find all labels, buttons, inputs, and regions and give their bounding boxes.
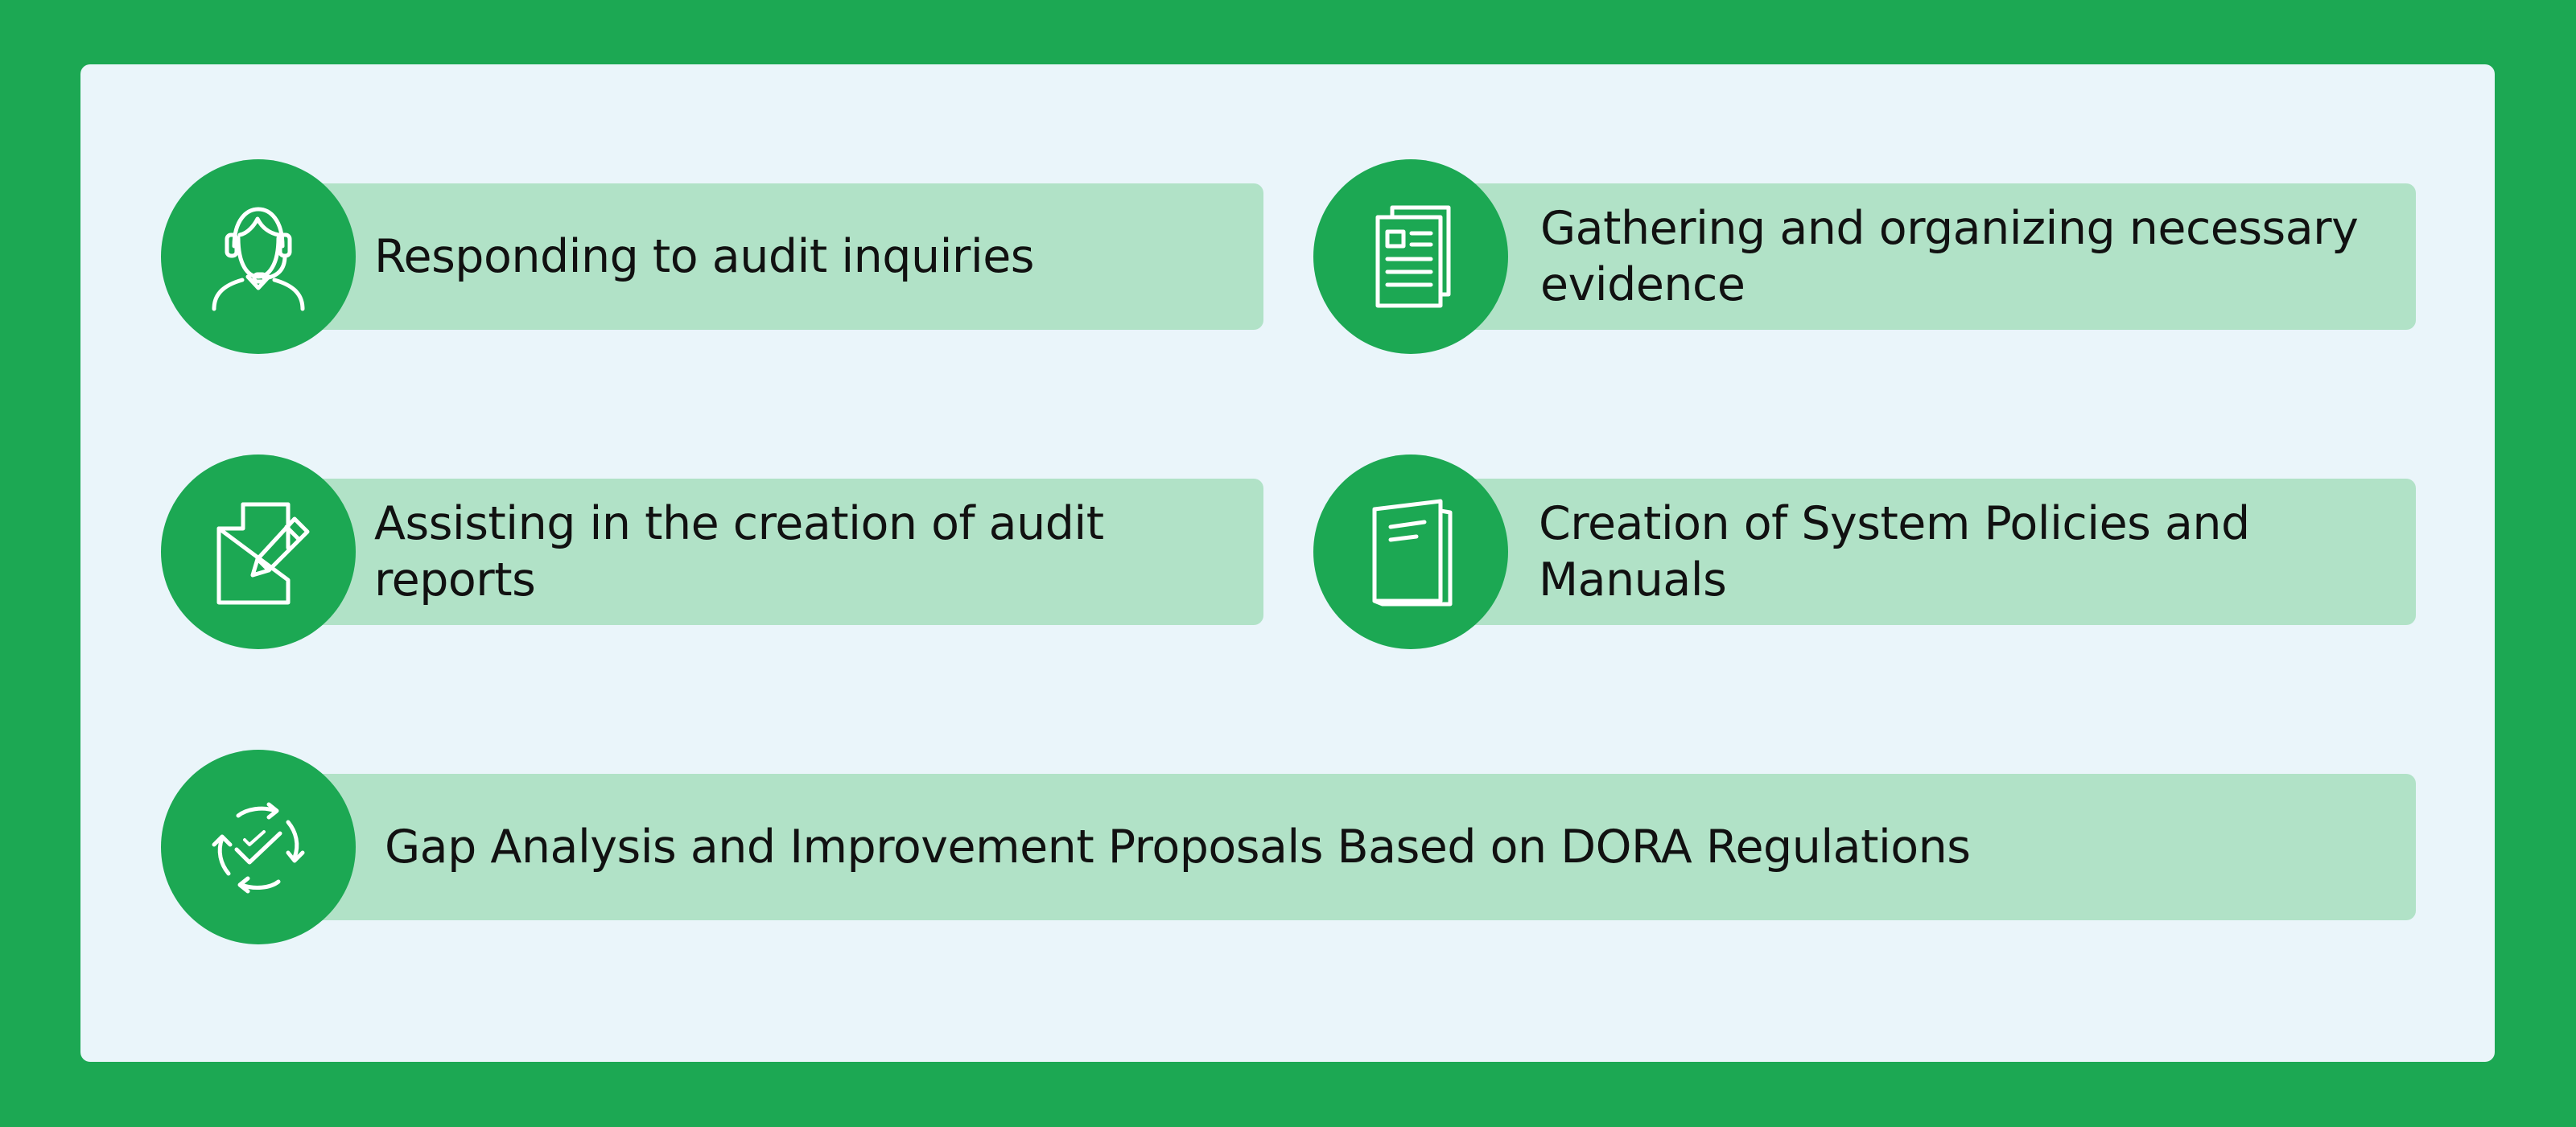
service-item-audit-reports: Assisting in the creation of audit repor… bbox=[161, 455, 1263, 649]
item-icon-circle bbox=[1313, 455, 1508, 649]
service-item-gap-analysis: Gap Analysis and Improvement Proposals B… bbox=[161, 750, 2416, 944]
support-agent-icon bbox=[198, 196, 319, 317]
cycle-check-icon bbox=[198, 787, 319, 907]
item-bar bbox=[258, 183, 1263, 330]
edit-document-icon bbox=[198, 492, 319, 612]
manual-book-icon bbox=[1350, 492, 1471, 612]
documents-icon bbox=[1350, 196, 1471, 317]
service-item-system-policies: Creation of System Policies and Manuals bbox=[1313, 455, 2416, 649]
item-icon-circle bbox=[161, 455, 356, 649]
item-label: Gap Analysis and Improvement Proposals B… bbox=[385, 821, 1971, 874]
item-bar bbox=[1410, 183, 2416, 330]
item-icon-circle bbox=[1313, 159, 1508, 354]
item-label: Gathering and organizing necessary evide… bbox=[1540, 202, 2359, 311]
service-item-audit-inquiries: Responding to audit inquiries bbox=[161, 159, 1263, 354]
service-item-gathering-evidence: Gathering and organizing necessary evide… bbox=[1313, 159, 2416, 354]
item-bar bbox=[258, 774, 2416, 920]
item-bar bbox=[1410, 479, 2416, 625]
item-label: Responding to audit inquiries bbox=[374, 230, 1034, 283]
item-label: Creation of System Policies and Manuals bbox=[1539, 497, 2250, 607]
item-label: Assisting in the creation of audit repor… bbox=[374, 497, 1104, 607]
item-icon-circle bbox=[161, 750, 356, 944]
item-icon-circle bbox=[161, 159, 356, 354]
item-bar bbox=[258, 479, 1263, 625]
